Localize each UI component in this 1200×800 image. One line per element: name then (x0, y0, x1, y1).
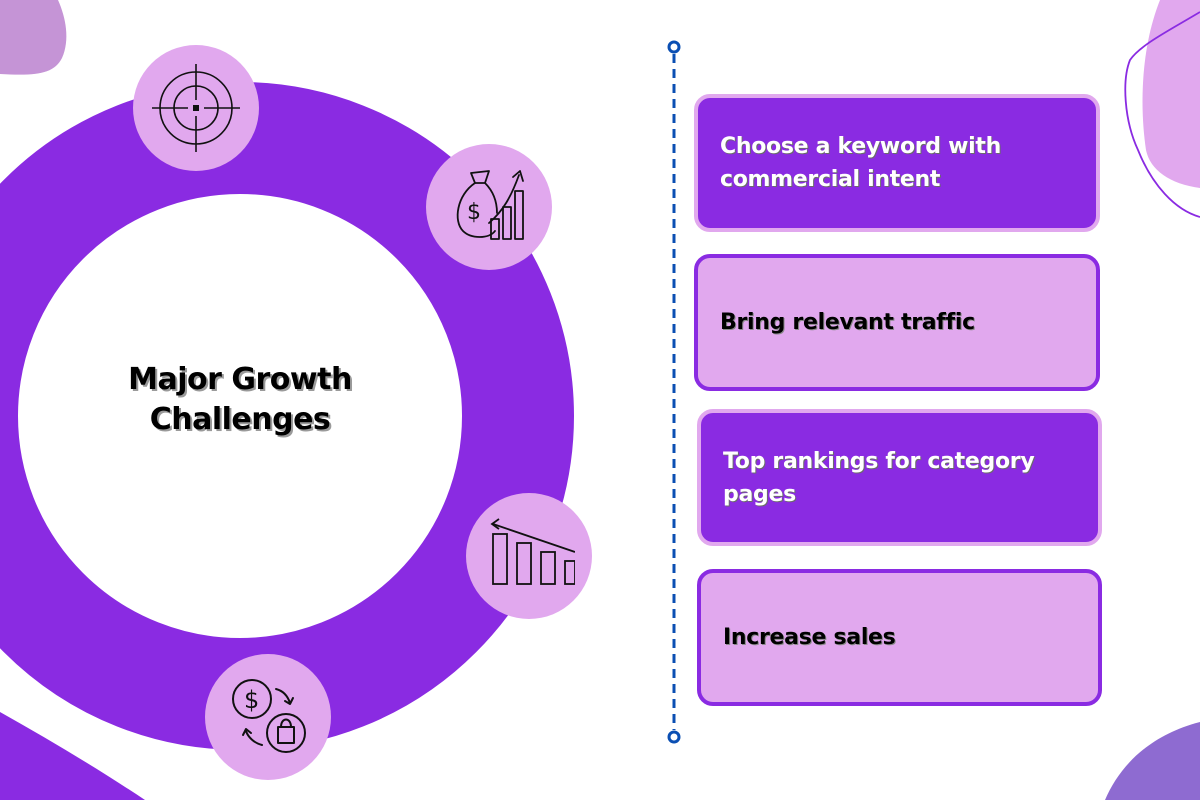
money-bag-growth-chart-icon: $ (456, 170, 524, 240)
step-card-1: Choose a keyword with commercial intent (694, 94, 1100, 232)
top-right-blob (1142, 0, 1200, 188)
declining-bar-chart-icon (490, 518, 575, 585)
step-card-2: Bring relevant traffic (694, 254, 1100, 391)
step-card-4: Increase sales (697, 569, 1102, 706)
step-label: Choose a keyword with commercial intent (720, 134, 1001, 192)
decline-bubble (466, 493, 592, 619)
bottom-left-wedge (0, 712, 145, 800)
svg-text:$: $ (244, 686, 259, 714)
diagram-title: Major Growth Challenges (128, 362, 352, 437)
target-crosshair-icon (152, 64, 240, 152)
step-label: Top rankings for category pages (723, 448, 1035, 507)
timeline-start-dot (667, 40, 681, 54)
step-label: Bring relevant traffic (720, 310, 975, 335)
target-bubble (133, 45, 259, 171)
top-left-blob (0, 0, 67, 75)
bottom-right-blob (1105, 722, 1200, 800)
step-card-3: Top rankings for category pages (697, 409, 1102, 546)
growth-bubble: $ (426, 144, 552, 270)
step-label: Increase sales (723, 625, 896, 650)
top-right-outline (1124, 11, 1200, 218)
timeline-end-dot (667, 730, 681, 744)
exchange-bubble: $ (205, 654, 331, 780)
money-exchange-shopping-bag-icon: $ (232, 679, 306, 753)
svg-text:$: $ (467, 200, 481, 225)
